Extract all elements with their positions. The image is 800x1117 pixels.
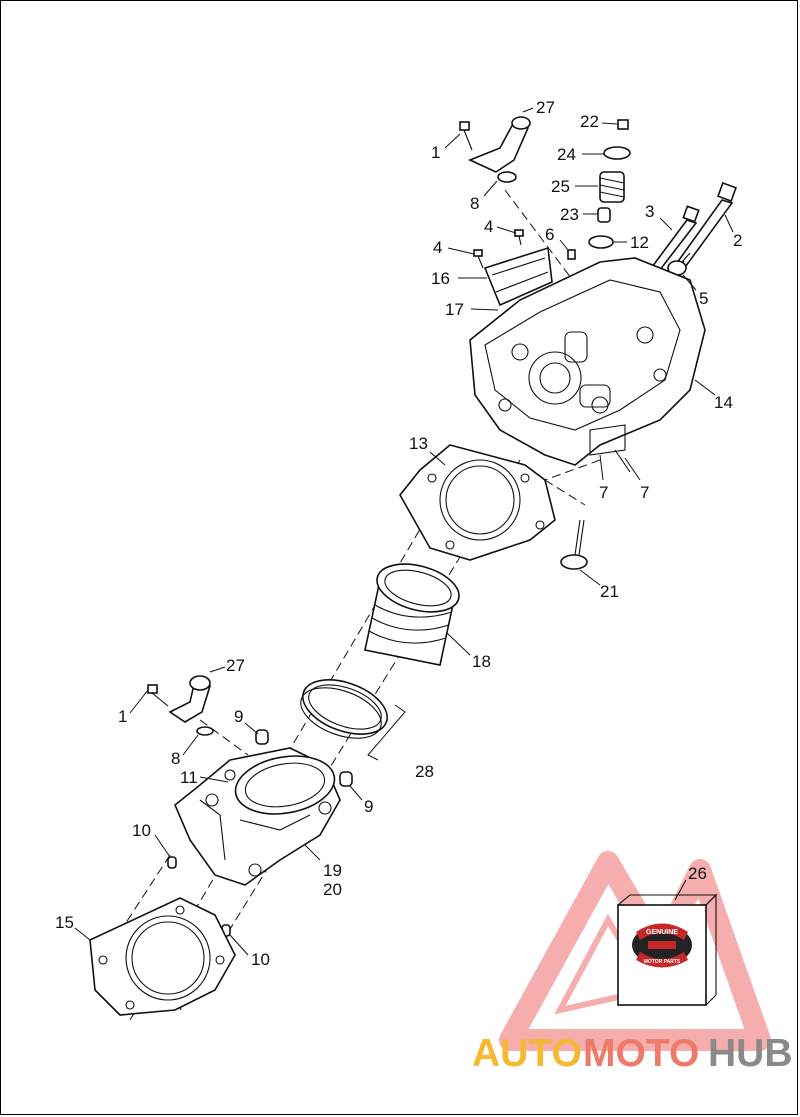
fitting-upper xyxy=(467,116,531,173)
callout-1-lower: 1 xyxy=(118,707,127,726)
callout-28: 28 xyxy=(415,762,434,781)
piston xyxy=(364,563,460,666)
callout-labels: 27 1 8 4 4 16 17 22 24 25 23 12 6 3 2 5 … xyxy=(55,98,742,969)
watermark-auto: AUTO xyxy=(472,1032,582,1075)
callout-10-lower: 10 xyxy=(251,950,270,969)
spring-seat-12 xyxy=(588,235,614,249)
callout-7-right: 7 xyxy=(640,483,649,502)
screw-4a xyxy=(473,249,484,269)
callout-27-lower: 27 xyxy=(226,656,245,675)
callout-19: 19 xyxy=(323,861,342,880)
genuine-motor-parts-badge: GENUINE MOTOR PARTS xyxy=(632,923,692,968)
callout-9-upper: 9 xyxy=(234,707,243,726)
callout-22: 22 xyxy=(580,112,599,131)
callout-23: 23 xyxy=(560,205,579,224)
watermark-hub: HUB xyxy=(708,1032,793,1075)
valve-21 xyxy=(560,519,588,570)
watermark-moto: MOTO xyxy=(583,1032,699,1075)
callout-6: 6 xyxy=(545,225,554,244)
dowel-6 xyxy=(567,249,576,260)
callout-1-upper: 1 xyxy=(431,143,440,162)
screw-4b xyxy=(514,229,524,246)
badge-top-text: GENUINE xyxy=(646,929,678,936)
callout-24: 24 xyxy=(557,145,576,164)
valve-spring-retainer xyxy=(603,146,631,160)
callout-9-lower: 9 xyxy=(364,797,373,816)
callout-18: 18 xyxy=(472,652,491,671)
callout-4-left: 4 xyxy=(433,238,442,257)
piston-rings xyxy=(300,679,406,761)
callout-5: 5 xyxy=(699,289,708,308)
base-gasket xyxy=(89,897,236,1016)
valve-seal xyxy=(597,207,611,223)
badge-bottom-text: MOTOR PARTS xyxy=(644,959,681,965)
valve-spring xyxy=(599,171,625,203)
callout-27-upper: 27 xyxy=(536,98,555,117)
watermark-wordmark: AUTO MOTO HUB xyxy=(472,1032,793,1075)
leader-lines xyxy=(74,107,734,956)
callout-26: 26 xyxy=(688,864,707,883)
callout-15: 15 xyxy=(55,913,74,932)
dowel-9a xyxy=(255,729,269,745)
callout-8-lower: 8 xyxy=(171,749,180,768)
valve-keepers xyxy=(617,119,629,130)
cylinder xyxy=(174,747,341,886)
callout-20: 20 xyxy=(323,880,342,899)
screw-upper xyxy=(459,121,473,151)
bracket-16-17 xyxy=(483,246,553,307)
callout-14: 14 xyxy=(714,393,733,412)
callout-2: 2 xyxy=(733,231,742,250)
callout-13: 13 xyxy=(409,434,428,453)
callout-4-right: 4 xyxy=(484,217,493,236)
callout-16: 16 xyxy=(431,269,450,288)
fitting-lower xyxy=(168,675,211,723)
screw-lower xyxy=(147,684,169,707)
callout-10-upper: 10 xyxy=(132,821,151,840)
dowel-9b xyxy=(339,771,353,787)
callout-17: 17 xyxy=(445,300,464,319)
o-ring-upper xyxy=(497,171,517,183)
callout-11: 11 xyxy=(180,768,198,787)
cylinder-head xyxy=(469,257,706,473)
callout-8-upper: 8 xyxy=(470,194,479,213)
o-ring-lower xyxy=(196,726,214,736)
head-gasket xyxy=(399,444,556,561)
dowel-10a xyxy=(167,856,177,869)
callout-25: 25 xyxy=(551,177,570,196)
callout-3: 3 xyxy=(645,202,654,221)
callout-21: 21 xyxy=(600,582,619,601)
callout-7-left: 7 xyxy=(599,483,608,502)
callout-12: 12 xyxy=(630,233,649,252)
